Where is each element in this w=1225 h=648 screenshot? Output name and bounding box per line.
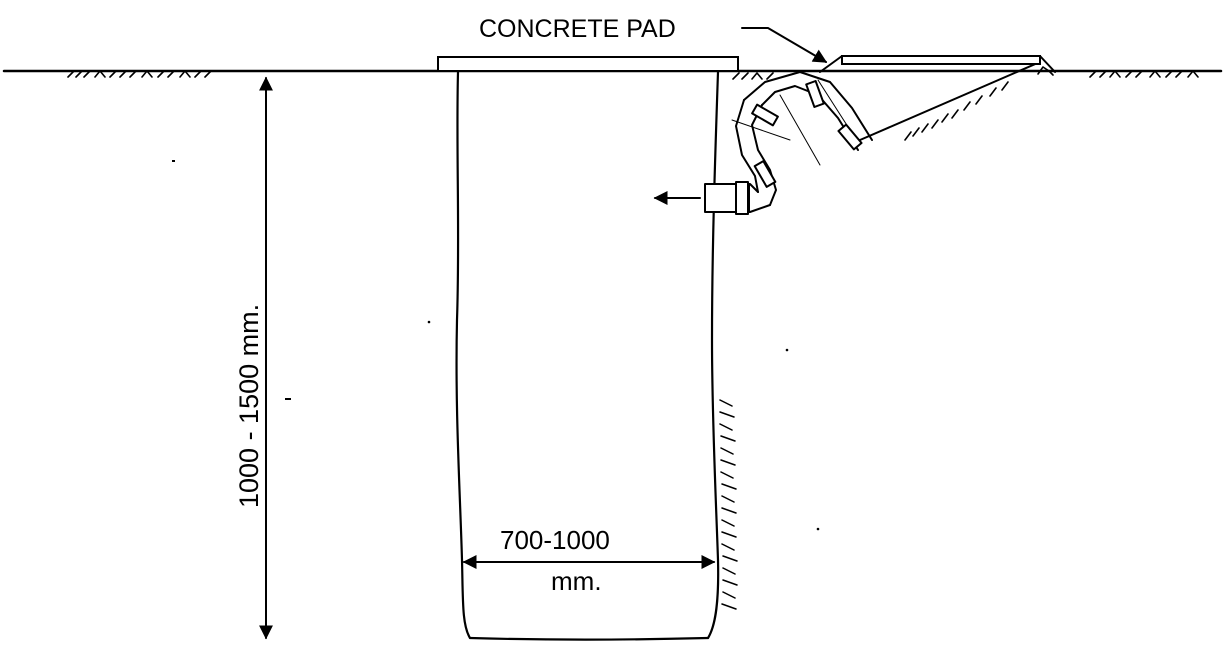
concrete-pad-ramp <box>819 55 1056 73</box>
pit-right-wall <box>706 70 720 640</box>
concrete-pad <box>841 55 1041 65</box>
pit-left-wall <box>455 70 472 640</box>
concrete-pad-leader <box>741 27 828 63</box>
soil-hatching-right <box>1089 70 1199 78</box>
soil-hatching-center <box>732 66 1054 141</box>
pit-bottom <box>468 636 710 641</box>
drain-pipe <box>704 71 873 215</box>
scan-specks <box>172 160 820 531</box>
sloped-excavation <box>859 61 1041 141</box>
soil-hatching-left <box>67 70 212 78</box>
width-dimension-value: 700-1000 <box>500 525 610 555</box>
wall-soil-hatching <box>719 399 738 610</box>
pit-cover-slab <box>437 56 739 72</box>
concrete-pad-label: CONCRETE PAD <box>479 15 676 43</box>
depth-dimension-label: 1000 - 1500 mm. <box>234 304 264 508</box>
width-dimension-unit: mm. <box>551 566 602 596</box>
